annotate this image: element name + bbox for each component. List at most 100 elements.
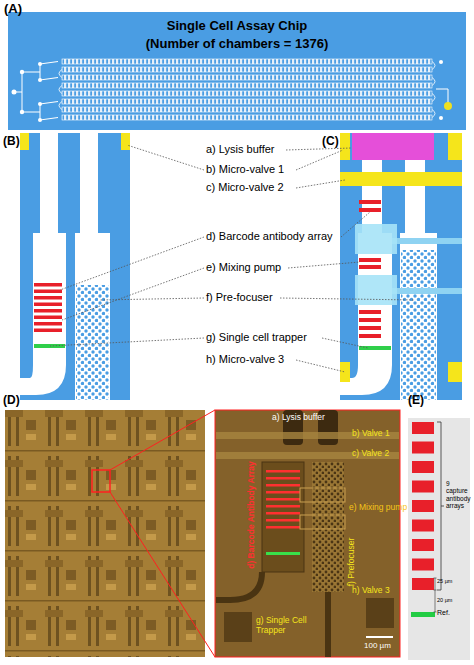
micrograph-label: a) Lysis buffer: [272, 413, 325, 423]
zoomed-micrograph-part: [266, 470, 300, 473]
chamber-control-layout-part: [340, 133, 350, 160]
array-spacing-part: [412, 442, 434, 454]
chamber-layout-part: [34, 344, 65, 348]
chip-micrograph-part: [110, 492, 215, 657]
zoomed-micrograph-part: [266, 498, 300, 501]
chip-micrograph-part: [5, 410, 205, 657]
array-spacing-part: [412, 500, 434, 512]
array-spacing-part: [412, 578, 434, 590]
chamber-layout-part: [34, 283, 62, 287]
array-spacing-part: [412, 422, 434, 434]
chip-title: Single Cell Assay Chip: [0, 19, 474, 34]
leader-lines-part: [127, 145, 204, 170]
array-spacing-part: [437, 422, 444, 590]
chamber-control-layout-part: [448, 362, 462, 382]
micrograph-label: c) Valve 2: [352, 449, 389, 459]
chip-overview-part: [38, 102, 42, 106]
chamber-layout-part: [76, 285, 109, 400]
chamber-control-layout-part: [359, 208, 381, 212]
zoomed-micrograph-part: [266, 491, 300, 494]
chip-micrograph-part: [110, 410, 215, 470]
zoomed-micrograph-part: [300, 515, 345, 529]
chip-subtitle: (Number of chambers = 1376): [0, 37, 474, 52]
chamber-control-layout-part: [359, 200, 381, 204]
chip-overview-part: [62, 99, 432, 104]
leader-lines-part: [60, 237, 204, 290]
scale-bar-label: 100 µm: [364, 641, 391, 650]
chamber-layout-part: [121, 133, 130, 150]
chamber-layout-part: [34, 309, 62, 313]
array-spacing-part: [412, 422, 434, 590]
array-spacing-part: [412, 559, 434, 571]
chamber-control-layout-part: [340, 172, 462, 186]
leader-lines-part: [296, 360, 345, 372]
array-spacing-part: [412, 520, 434, 532]
chip-overview-part: [62, 59, 432, 120]
part-label: d) Barcode antibody array: [206, 230, 333, 243]
zoomed-micrograph-part: [266, 519, 300, 522]
chip-overview-part: [38, 62, 42, 66]
chamber-layout-part: [34, 296, 62, 300]
part-label: f) Pre-focuser: [206, 291, 273, 304]
array-spacing: [408, 418, 470, 660]
reference-label: Ref.: [437, 609, 450, 617]
array-spacing-part: [411, 612, 435, 617]
array-spacing-part: [412, 461, 434, 473]
chip-overview-part: [20, 110, 24, 114]
chamber-layout-part: [34, 283, 62, 332]
array-spacing-part: [412, 539, 434, 551]
chip-overview-part: [12, 90, 17, 95]
chamber-control-layout-part: [359, 258, 381, 262]
chamber-control-layout-part: [448, 133, 462, 160]
leader-lines-part: [341, 212, 370, 237]
leader-lines-part: [100, 298, 204, 300]
chip-micrograph: [5, 410, 215, 657]
chip-overview-part: [62, 83, 432, 88]
chip-overview-part: [62, 115, 432, 120]
leader-lines-part: [288, 262, 360, 268]
chamber-control-layout-part: [359, 334, 381, 338]
chamber-control-layout-part: [359, 310, 381, 314]
chamber-layout-part: [34, 329, 62, 333]
zoomed-micrograph-part: [266, 484, 300, 487]
chip-micrograph-part: [92, 470, 110, 492]
chip-overview-part: [20, 70, 24, 74]
chamber-control-layout-part: [359, 326, 381, 330]
micrograph-label: f) Prefocuser: [347, 538, 357, 587]
chip-overview-part: [62, 59, 432, 64]
chamber-layout-part: [20, 133, 130, 400]
array-spacing-part: [412, 481, 434, 493]
bracket-label: 9 capture antibody arrays: [446, 480, 473, 510]
leader-lines-part: [322, 338, 368, 348]
chip-overview-part: [62, 107, 432, 112]
zoomed-micrograph-part: [300, 488, 345, 502]
chamber-control-layout-part: [355, 275, 397, 305]
chamber-layout-part: [20, 133, 66, 395]
panel-letter: (A): [4, 2, 22, 17]
micrograph-label: e) Mixing pump: [349, 503, 407, 513]
micrograph-label: g) Single Cell Trapper: [256, 616, 322, 636]
array-spacing-part: [434, 578, 437, 612]
part-label: h) Micro-valve 3: [206, 353, 284, 366]
chamber-control-layout-part: [359, 318, 381, 322]
zoomed-micrograph-part: [366, 598, 394, 628]
chamber-control-layout: [340, 133, 462, 400]
zoomed-micrograph-part: [216, 572, 262, 600]
panel-letter: (B): [3, 135, 20, 149]
chip-overview-part: [439, 60, 443, 64]
micrograph-label: b) Valve 1: [352, 429, 390, 439]
panel-letter: (D): [3, 394, 20, 408]
zoomed-micrograph-part: [366, 636, 393, 638]
chamber-layout-part: [34, 290, 62, 294]
part-label: a) Lysis buffer: [206, 143, 274, 156]
zoomed-micrograph-part: [266, 477, 300, 480]
chamber-control-layout-part: [359, 200, 381, 338]
leader-lines-part: [50, 338, 204, 346]
chamber-layout-part: [34, 316, 62, 320]
zoomed-micrograph-part: [215, 410, 400, 657]
chip-overview-part: [62, 75, 432, 80]
chamber-control-layout-part: [359, 346, 391, 350]
zoomed-micrograph-part: [266, 512, 300, 515]
